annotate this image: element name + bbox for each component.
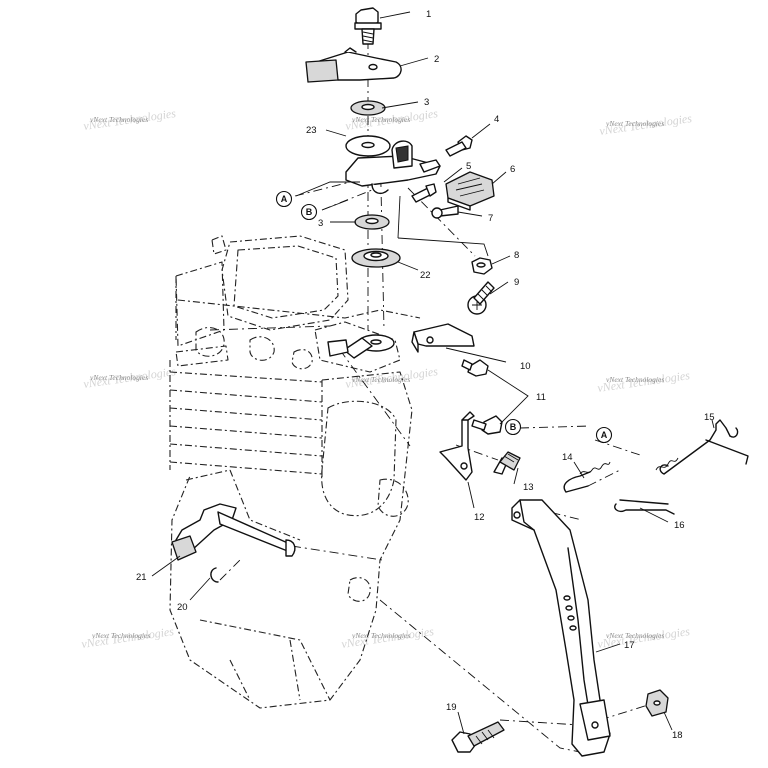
callout-3-lower: 3	[318, 218, 323, 229]
governor-shaft-lever	[327, 334, 395, 359]
part-1-bolt	[354, 7, 382, 45]
callout-16: 16	[674, 520, 685, 531]
connector-a-left: A	[275, 190, 293, 208]
callout-labels: 1 2 3 4 23 5 6 7 3 22 8 9 10 11 13 12 14…	[136, 9, 715, 741]
connector-a-right: A	[595, 426, 613, 444]
part-3-washer-top	[350, 100, 386, 116]
callout-3-top: 3	[424, 97, 429, 108]
watermark: vNext Technologies	[352, 375, 410, 384]
part-22-disc	[351, 248, 401, 268]
callout-15: 15	[704, 412, 715, 423]
callout-6: 6	[510, 164, 515, 175]
callout-12: 12	[474, 512, 485, 523]
part-19-bolt	[451, 721, 505, 753]
connector-b-left-label: B	[306, 207, 313, 217]
callout-18: 18	[672, 730, 683, 741]
part-20-clip	[210, 567, 219, 583]
callout-1: 1	[426, 9, 431, 20]
watermark: vNext Technologies	[90, 115, 148, 124]
part-12-cable-bracket	[439, 411, 475, 481]
watermark: vNext Technologies	[606, 375, 664, 384]
connector-a-right-label: A	[601, 430, 608, 440]
callout-10: 10	[520, 361, 531, 372]
part-5-screw	[411, 183, 437, 203]
part-14-spring	[563, 461, 611, 493]
part-11-screw-upper	[461, 359, 489, 377]
watermark: vNext Technologies	[92, 631, 150, 640]
callout-20: 20	[177, 602, 188, 613]
callout-22: 22	[420, 270, 431, 281]
callout-17: 17	[624, 640, 635, 651]
watermark: vNext Technologies	[352, 631, 410, 640]
watermark: vNext Technologies	[606, 119, 664, 128]
callout-5: 5	[466, 161, 471, 172]
callout-13: 13	[523, 482, 534, 493]
part-17-control-arm	[511, 499, 611, 757]
watermark: vNext Technologies	[90, 373, 148, 382]
part-16-rod	[614, 499, 675, 515]
callout-11: 11	[536, 392, 546, 403]
part-23-lever	[345, 135, 441, 195]
part-15-wire-link	[655, 419, 749, 475]
watermark-group: vNext Technologies vNext Technologies vN…	[80, 106, 693, 651]
callout-7: 7	[488, 213, 493, 224]
part-3-washer-lower	[354, 214, 390, 230]
part-4-screw	[445, 135, 473, 157]
connector-b-right: B	[504, 418, 522, 436]
part-11-screw-lower	[471, 415, 503, 435]
part-10-bracket	[411, 323, 475, 353]
engine-block-outline	[169, 235, 421, 709]
callout-2: 2	[434, 54, 439, 65]
callout-19: 19	[446, 702, 457, 713]
callout-21: 21	[136, 572, 147, 583]
part-7-screw	[431, 205, 459, 219]
callout-23: 23	[306, 125, 317, 136]
callout-14: 14	[562, 452, 573, 463]
part-2-plate	[305, 47, 402, 83]
part-6-stop-block	[445, 171, 495, 211]
part-13-fitting	[493, 451, 521, 475]
leader-lines	[151, 11, 715, 735]
part-9-screw	[467, 281, 495, 315]
connector-b-left: B	[300, 203, 318, 221]
part-21-crank-lever	[171, 503, 296, 561]
connector-a-left-label: A	[281, 194, 288, 204]
watermark: vNext Technologies	[606, 631, 664, 640]
part-18-clip-nut	[645, 689, 669, 717]
part-8-nut	[471, 257, 493, 275]
callout-8: 8	[514, 250, 519, 261]
connector-b-right-label: B	[510, 422, 517, 432]
callout-4: 4	[494, 114, 499, 125]
watermark: vNext Technologies	[352, 115, 410, 124]
callout-9: 9	[514, 277, 519, 288]
